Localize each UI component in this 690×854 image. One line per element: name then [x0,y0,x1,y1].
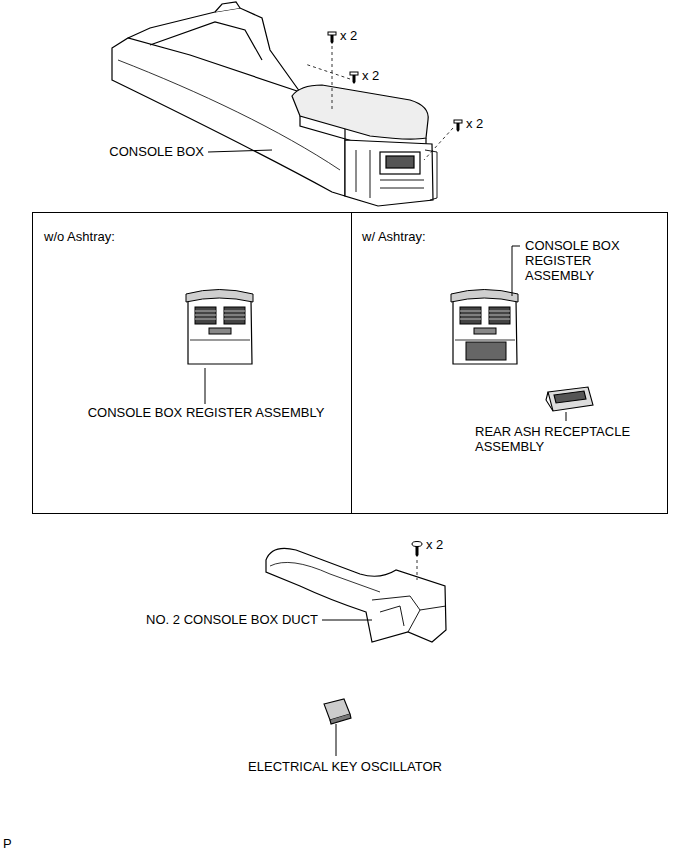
page-code: P [3,836,12,851]
leader-line [566,412,567,421]
variant-panel: w/o Ashtray: CONSOLE BOX REGISTER ASSEMBL… [32,212,352,514]
part-name: CONSOLE BOX REGISTER ASSEMBLY [88,405,325,420]
ashtray-opening [466,342,506,360]
screw-symbols [305,32,462,160]
part-name: ELECTRICAL KEY OSCILLATOR [248,759,442,774]
quantity-note: x 2 [340,28,357,43]
clip-symbol [412,542,422,581]
panel-heading: w/ Ashtray: [362,229,426,244]
register-drawing [451,290,518,365]
part-name: CONSOLE BOX [109,144,204,159]
ash-receptacle-drawing [546,387,593,411]
quantity-note: x 2 [426,537,443,552]
part-name: CONSOLE BOX REGISTER ASSEMBLY [525,238,625,283]
panel-heading: w/o Ashtray: [44,229,115,244]
leader-line [205,368,206,404]
duct-drawing [266,548,446,642]
leader-line [322,620,372,621]
leader-line [512,246,520,296]
oscillator-drawing [324,699,351,724]
leader-line [208,150,272,152]
variant-panel: w/ Ashtray: CONSOLE BOX REGISTER ASSEMBLY… [351,212,668,514]
quantity-note: x 2 [362,68,379,83]
leader-line [336,724,337,756]
console-box-drawing [112,2,437,206]
quantity-note: x 2 [466,116,483,131]
part-name: NO. 2 CONSOLE BOX DUCT [146,612,318,627]
part-name: REAR ASH RECEPTACLE ASSEMBLY [475,424,665,454]
register-drawing [186,290,253,365]
